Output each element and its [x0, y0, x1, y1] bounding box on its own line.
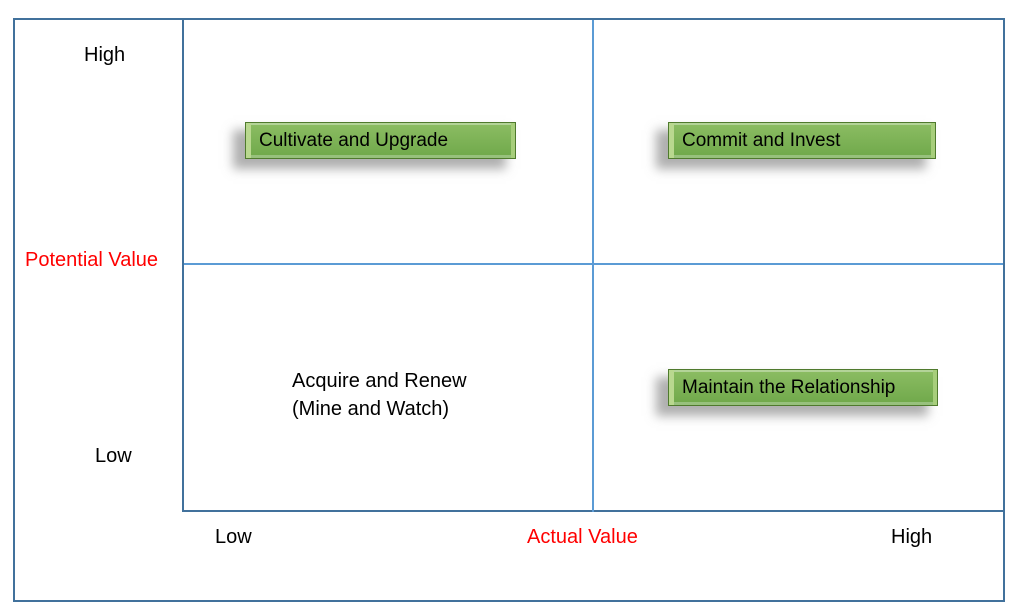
y-axis-tick-low: Low: [95, 445, 132, 467]
y-axis-tick-high: High: [84, 44, 126, 66]
quadrant-divider-horizontal: [184, 263, 1003, 265]
y-axis-title: Potential Value: [25, 249, 159, 271]
quadrant-text-line1: Acquire and Renew: [292, 370, 467, 392]
quadrant-text-acquire-and-renew: Acquire and Renew (Mine and Watch): [292, 367, 467, 423]
quadrant-button-commit-and-invest[interactable]: Commit and Invest: [668, 122, 936, 159]
quadrant-text-line2: (Mine and Watch): [292, 398, 450, 420]
x-axis-tick-low: Low: [215, 526, 252, 548]
x-axis-tick-high: High: [891, 526, 933, 548]
quadrant-button-cultivate-and-upgrade[interactable]: Cultivate and Upgrade: [245, 122, 516, 159]
x-axis-title: Actual Value: [527, 526, 638, 548]
quadrant-button-maintain-the-relationship[interactable]: Maintain the Relationship: [668, 369, 938, 406]
quadrant-divider-vertical: [592, 20, 594, 512]
figure-frame: [13, 18, 1005, 602]
